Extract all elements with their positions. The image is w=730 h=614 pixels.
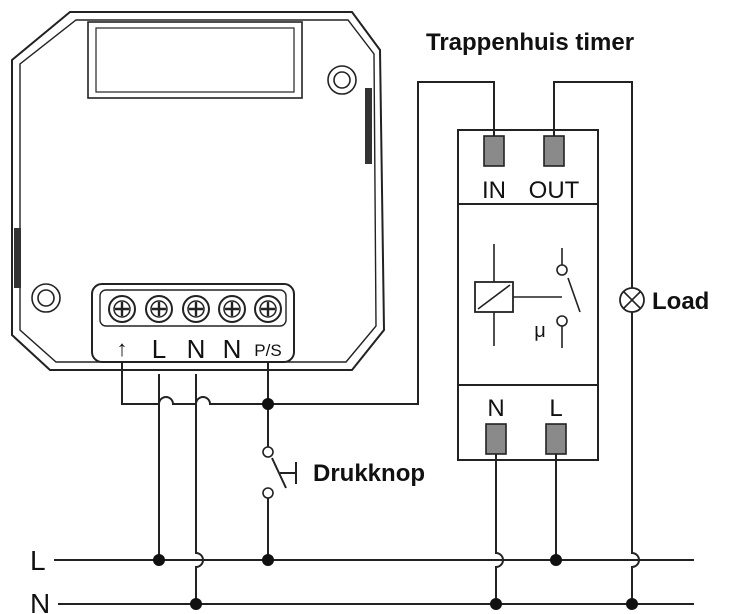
terminal-label-n1: N [187,334,206,364]
timer-device: IN OUT N L μ [457,129,599,461]
relay-coil-icon [474,244,514,346]
terminal-label-l: L [152,334,166,364]
terminal-label-arrow: ↑ [117,336,128,361]
screw-hole-icon [31,283,61,313]
module-n-wire [195,374,204,604]
timer-label-in: IN [482,177,506,204]
diagram-title: Trappenhuis timer [426,29,634,56]
lamp-load-icon [619,287,645,313]
timer-n-wire [495,454,504,604]
timer-label-n: N [487,395,504,422]
module-screw-terminals [108,295,282,323]
load-label: Load [652,288,709,315]
junction-dot [262,398,274,410]
out-to-load-wire [553,81,633,288]
junction-dot [550,554,562,566]
module-top-tab [87,21,303,99]
junction-dot [262,554,274,566]
screw-terminal-icon [108,295,136,323]
timer-label-l: L [549,395,562,422]
junction-dot [626,598,638,610]
ps-loop-wire [121,362,268,405]
relay-contact-icon [513,248,581,348]
module-side-slot [365,88,372,164]
terminal-label-n2: N [223,334,242,364]
wiring [54,81,694,610]
terminal-label-ps: P/S [254,341,281,360]
ps-to-in-wire [267,81,495,405]
timer-terminal-out [543,135,565,167]
drukknop-label: Drukknop [313,460,425,487]
line-n-label: N [30,588,50,614]
line-l-label: L [30,545,46,576]
timer-terminal-in [483,135,505,167]
junction-dot [190,598,202,610]
screw-terminal-icon [182,295,210,323]
screw-hole-icon [327,65,357,95]
timer-label-out: OUT [529,177,580,204]
load-to-n-wire [631,312,640,604]
junction-dot [490,598,502,610]
timer-terminal-l [545,423,567,455]
module-device: ↑ L N N P/S [11,11,386,371]
timer-terminal-n [485,423,507,455]
screw-terminal-icon [254,295,282,323]
junction-dot [153,554,165,566]
mu-label: μ [534,320,546,342]
screw-terminal-icon [218,295,246,323]
screw-terminal-icon [145,295,173,323]
module-side-slot [14,228,21,288]
